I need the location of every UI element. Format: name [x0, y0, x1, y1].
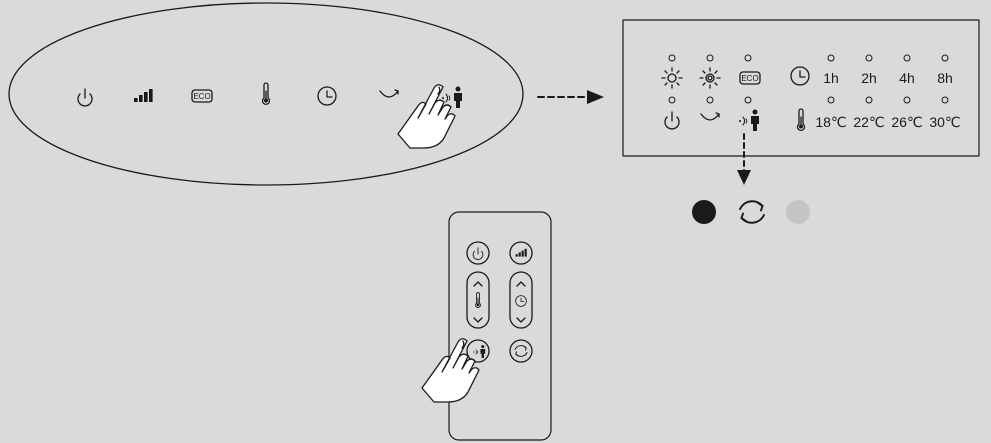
indicator-off: [786, 200, 810, 224]
timer-4h-label: 4h: [890, 70, 924, 86]
temp-18-label: 18℃: [810, 114, 852, 130]
control-panel: [9, 3, 523, 185]
temp-26-label: 26℃: [886, 114, 928, 130]
timer-2h-label: 2h: [852, 70, 886, 86]
display-panel: [623, 20, 979, 156]
timer-1h-label: 1h: [814, 70, 848, 86]
temp-30-label: 30℃: [924, 114, 966, 130]
indicator-on: [692, 200, 716, 224]
timer-8h-label: 8h: [928, 70, 962, 86]
toggle-cycle-icon: [740, 201, 764, 223]
dashed-arrow-right: [538, 90, 604, 104]
remote-control: [422, 212, 551, 440]
eco-icon: [740, 72, 760, 84]
eco-icon[interactable]: [192, 90, 212, 102]
temp-22-label: 22℃: [848, 114, 890, 130]
